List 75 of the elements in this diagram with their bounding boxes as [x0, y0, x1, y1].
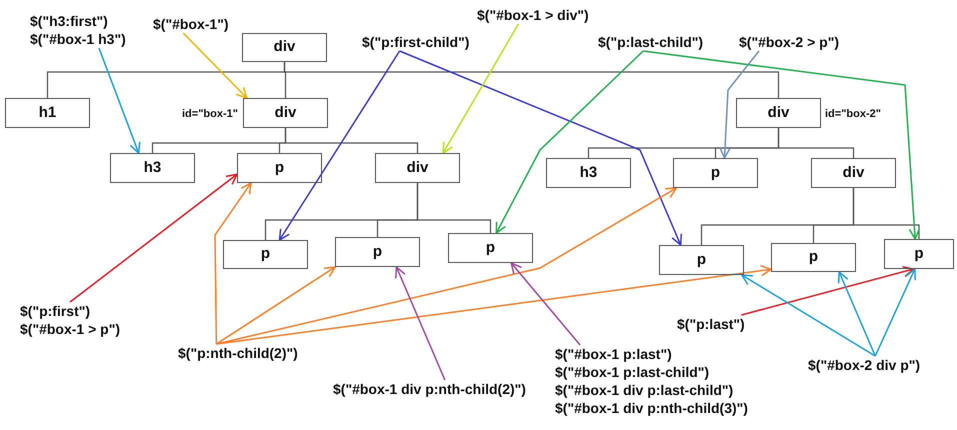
- selector-text: $("h3:first"): [30, 12, 109, 30]
- tag-label: p: [696, 250, 706, 270]
- tag-label: div: [406, 158, 428, 178]
- arrow: [395, 266, 446, 380]
- arrow: [214, 182, 252, 344]
- selector-text: $("#box-1 div p:nth-child(3)"): [555, 399, 748, 417]
- element-box: [448, 233, 533, 263]
- element-box: [110, 153, 195, 183]
- selector-text: $("#box-1 p:last"): [555, 345, 673, 363]
- selector-text: $("#box-1 div p:last-child"): [555, 381, 734, 399]
- selector-text: $("#box-1"): [153, 15, 229, 33]
- id-attribute-label: id="box-2": [825, 107, 881, 122]
- tag-label: p: [808, 247, 818, 268]
- tag-label: p: [710, 162, 720, 183]
- arrow: [741, 274, 876, 357]
- selector-text: $("#box-1 h3"): [30, 30, 126, 48]
- selector-text: $("p:first"): [20, 302, 92, 320]
- element-box: [884, 239, 954, 269]
- arrow: [216, 266, 336, 345]
- arrow: [510, 262, 581, 346]
- tag-label: h1: [38, 102, 56, 123]
- selector-text: $("#box-1 > div"): [477, 6, 589, 24]
- tree-line: [284, 62, 780, 98]
- element-box: [5, 98, 90, 128]
- tag-label: p: [914, 244, 924, 264]
- tag-label: div: [274, 102, 296, 123]
- element-box: [771, 243, 856, 272]
- tree-line: [778, 128, 854, 158]
- tag-label: div: [768, 102, 790, 123]
- element-box: [242, 33, 327, 62]
- id-attribute-label: id="box-1": [182, 107, 238, 122]
- selector-text: $("#box-2 div p"): [808, 356, 920, 374]
- element-box: [237, 153, 322, 183]
- arrow: [874, 268, 916, 356]
- tag-label: h3: [144, 158, 162, 178]
- arrow: [643, 50, 920, 240]
- tag-label: h3: [580, 162, 598, 183]
- element-box: [659, 245, 744, 275]
- element-box: [673, 158, 758, 188]
- selector-text: $("#box-1 div p:nth-child(2)"): [333, 380, 526, 398]
- selector-text: $("p:last"): [677, 315, 745, 333]
- arrow: [496, 50, 644, 234]
- tag-label: div: [842, 162, 864, 183]
- element-box: [335, 237, 420, 267]
- element-box: [546, 158, 631, 188]
- element-box: [811, 158, 896, 188]
- tree-line: [284, 128, 418, 153]
- tag-label: p: [274, 158, 284, 178]
- arrow: [216, 264, 772, 345]
- arrow: [399, 50, 682, 246]
- tag-label: p: [486, 238, 496, 258]
- tag-label: p: [260, 244, 270, 264]
- selector-text: $("p:first-child"): [362, 33, 470, 51]
- arrow: [98, 48, 140, 154]
- element-box: [243, 98, 328, 128]
- selector-text: $("#box-1 p:last-child"): [555, 363, 710, 381]
- arrow: [182, 32, 248, 99]
- arrow: [70, 174, 238, 303]
- element-box: [375, 153, 460, 183]
- selector-text: $("p:nth-child(2)"): [178, 344, 298, 362]
- arrow: [719, 50, 760, 159]
- arrow: [838, 271, 876, 356]
- arrow: [216, 187, 678, 345]
- tree-line: [416, 183, 492, 233]
- tag-label: div: [274, 37, 296, 58]
- element-box: [736, 98, 821, 128]
- arrow: [442, 24, 519, 154]
- arrow: [278, 50, 400, 241]
- tree-line: [852, 188, 920, 239]
- element-box: [223, 240, 308, 269]
- arrow: [741, 266, 914, 316]
- selector-text: $("p:last-child"): [598, 33, 704, 51]
- selector-text: $("#box-1 > p"): [20, 320, 120, 338]
- tag-label: p: [372, 242, 382, 262]
- selector-text: $("#box-2 > p"): [739, 33, 840, 51]
